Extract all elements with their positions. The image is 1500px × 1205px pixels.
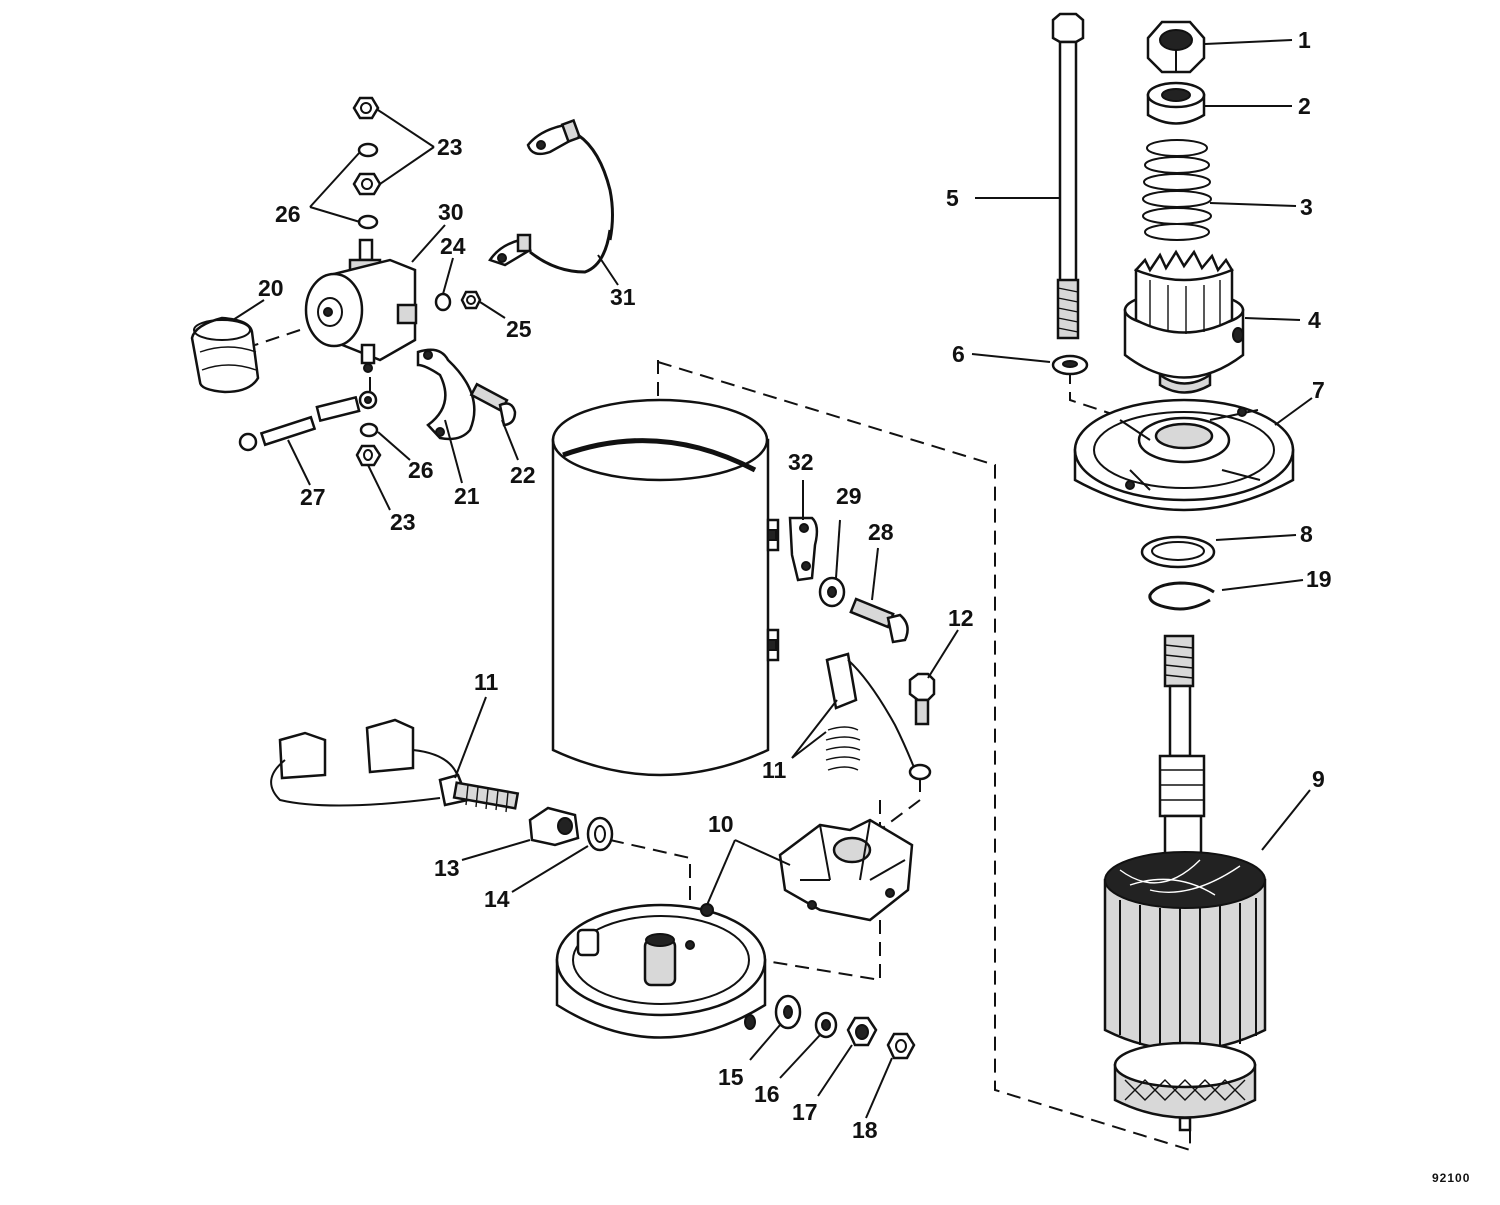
callout-27: 27 — [300, 484, 326, 510]
part-22-screw — [469, 382, 517, 427]
callout-26b: 26 — [408, 457, 434, 483]
callout-labels: 1 2 3 4 5 6 7 8 19 9 23 26 30 24 25 20 3… — [258, 27, 1332, 1143]
part-4-pinion-drive — [1123, 249, 1245, 394]
callout-9: 9 — [1312, 766, 1325, 792]
part-30-solenoid — [304, 238, 418, 373]
callout-2: 2 — [1298, 93, 1311, 119]
callout-11b: 11 — [474, 669, 499, 695]
part-3-spring — [1142, 139, 1212, 241]
part-26-lockwasher-top — [357, 142, 379, 158]
part-21-strap — [416, 348, 476, 441]
part-14-washer — [586, 816, 614, 852]
callout-23a: 23 — [437, 134, 463, 160]
part-24-washer — [434, 292, 452, 312]
part-23-nut-bottom — [355, 444, 382, 467]
callout-15: 15 — [718, 1064, 744, 1090]
part-28-bolt — [849, 597, 909, 644]
callout-13: 13 — [434, 855, 460, 881]
callout-1: 1 — [1298, 27, 1311, 53]
part-20-boot — [190, 316, 260, 394]
part-26-lockwasher-bottom — [359, 422, 379, 438]
part-13-insulator-bracket — [528, 806, 580, 847]
part-31-cable — [488, 118, 614, 274]
callout-10: 10 — [708, 811, 734, 837]
part-7-drive-end-head — [1073, 398, 1295, 512]
reference-number: 92100 — [1432, 1171, 1470, 1185]
callout-18: 18 — [852, 1117, 878, 1143]
callout-8: 8 — [1300, 521, 1313, 547]
part-11-brush-with-spring — [825, 652, 932, 781]
callout-11a: 11 — [762, 757, 787, 783]
callout-6: 6 — [952, 341, 965, 367]
part-commutator-end-head — [555, 903, 767, 1039]
part-26-lockwasher-mid — [357, 214, 379, 230]
leader-lines — [232, 39, 1313, 1119]
callout-29: 29 — [836, 483, 862, 509]
part-23-nut-top — [352, 96, 380, 120]
callout-16: 16 — [754, 1081, 780, 1107]
callout-22: 22 — [510, 462, 536, 488]
callout-31: 31 — [610, 284, 636, 310]
part-19-retaining-ring — [1148, 581, 1215, 611]
callout-32: 32 — [788, 449, 814, 475]
part-10-brush-holder — [778, 818, 914, 922]
callout-5: 5 — [946, 185, 959, 211]
part-27-plunger — [238, 390, 378, 452]
part-12-screw — [908, 672, 936, 726]
part-15-washer — [774, 994, 802, 1030]
callout-25: 25 — [506, 316, 532, 342]
callout-24: 24 — [440, 233, 466, 259]
part-18-nut — [886, 1032, 916, 1060]
callout-7: 7 — [1312, 377, 1325, 403]
callout-3: 3 — [1300, 194, 1313, 220]
part-field-frame — [551, 398, 780, 777]
callout-20: 20 — [258, 275, 284, 301]
callout-12: 12 — [948, 605, 974, 631]
part-11-field-brushes — [270, 718, 520, 813]
callout-23b: 23 — [390, 509, 416, 535]
callout-28: 28 — [868, 519, 894, 545]
callout-26a: 26 — [275, 201, 301, 227]
callout-30: 30 — [438, 199, 464, 225]
part-17-nut — [846, 1016, 878, 1047]
part-2-collar — [1146, 81, 1206, 125]
part-5-through-bolt — [1051, 12, 1085, 340]
callout-17: 17 — [792, 1099, 818, 1125]
part-25-nut — [460, 290, 482, 310]
callout-4: 4 — [1308, 307, 1321, 333]
callout-14: 14 — [484, 886, 510, 912]
part-6-washer — [1051, 354, 1089, 376]
part-23-nut-mid — [352, 172, 382, 196]
part-32-terminal-block — [788, 516, 819, 582]
part-16-lockwasher — [814, 1011, 838, 1039]
callout-21: 21 — [454, 483, 480, 509]
part-9-armature — [1103, 634, 1267, 1132]
callout-19: 19 — [1306, 566, 1332, 592]
part-8-thrust-washer — [1140, 535, 1216, 569]
part-1-nut — [1146, 20, 1206, 74]
part-29-washer — [818, 576, 846, 608]
